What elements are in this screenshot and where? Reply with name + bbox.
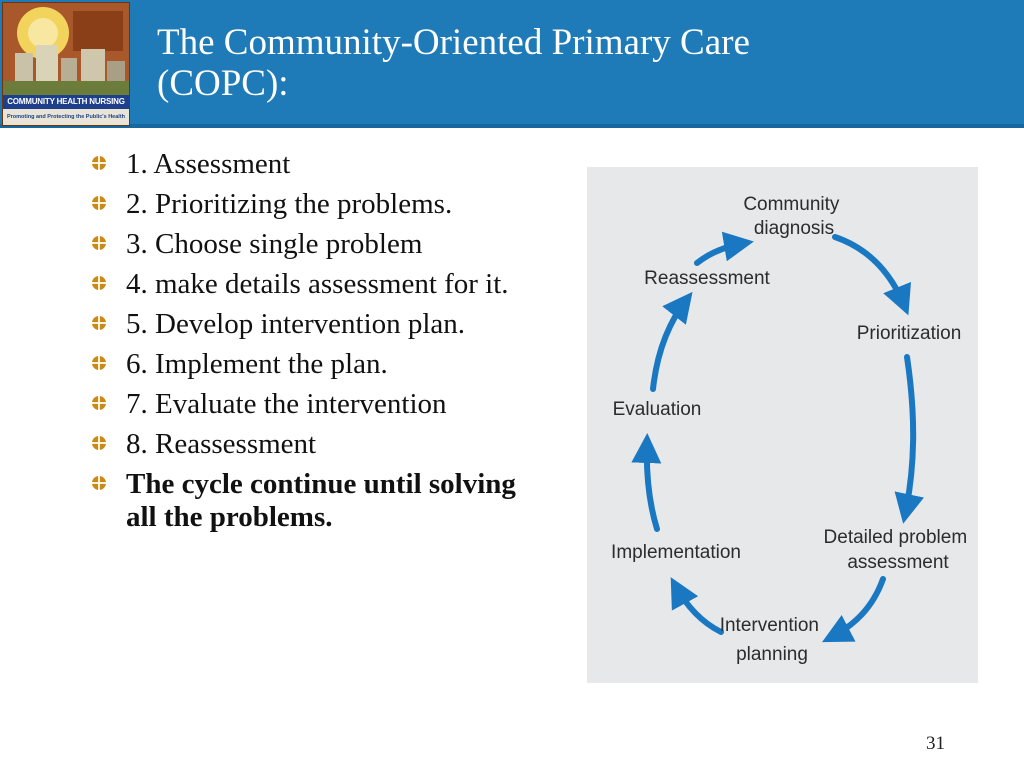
node-evaluation: Evaluation — [613, 399, 702, 420]
list-item: 5. Develop intervention plan. — [88, 308, 548, 341]
node-label-line: Intervention — [720, 615, 819, 636]
node-label-line: planning — [736, 644, 808, 665]
step-list: 1. Assessment 2. Prioritizing the proble… — [88, 148, 548, 541]
node-implementation: Implementation — [611, 542, 741, 563]
list-item-text: 5. Develop intervention plan. — [126, 308, 466, 340]
list-item: 7. Evaluate the intervention — [88, 388, 548, 421]
node-prioritization: Prioritization — [857, 323, 962, 344]
title-line-2: (COPC): — [157, 63, 289, 104]
list-item-text: 7. Evaluate the intervention — [126, 388, 447, 420]
list-item-text: 1. Assessment — [126, 148, 291, 180]
diamond-bullet-icon — [92, 196, 106, 210]
list-item: 2. Prioritizing the problems. — [88, 188, 548, 221]
diamond-bullet-icon — [92, 276, 106, 290]
diamond-bullet-icon — [92, 156, 106, 170]
list-item-text: 4. make details assessment for it. — [126, 268, 509, 300]
node-label-line: Implementation — [611, 542, 741, 563]
list-item-text: The cycle continue until solving all the… — [126, 468, 516, 533]
diamond-bullet-icon — [92, 476, 106, 490]
list-item-text: 2. Prioritizing the problems. — [126, 188, 453, 220]
diamond-bullet-icon — [92, 236, 106, 250]
community-health-nursing-logo: COMMUNITY HEALTH NURSING Promoting and P… — [2, 2, 130, 126]
logo-scene — [3, 3, 129, 95]
arrow-diagnosis-to-prioritization — [832, 234, 911, 316]
diamond-bullet-icon — [92, 396, 106, 410]
node-label-line: Evaluation — [613, 399, 702, 420]
node-label-line: diagnosis — [754, 218, 834, 239]
list-item: 8. Reassessment — [88, 428, 548, 461]
page-number: 31 — [926, 733, 945, 754]
node-community-diagnosis: Community diagnosis — [743, 194, 844, 239]
arrow-reassessment-to-diagnosis — [694, 231, 754, 266]
list-item: 6. Implement the plan. — [88, 348, 548, 381]
node-label-line: Detailed problem — [824, 527, 968, 548]
list-item-text: 8. Reassessment — [126, 428, 317, 460]
arrow-evaluation-to-reassessment — [650, 291, 693, 392]
arrow-planning-to-implementation — [670, 577, 724, 635]
node-detailed-problem-assessment: Detailed problem assessment — [824, 527, 973, 573]
node-reassessment: Reassessment — [644, 268, 770, 289]
list-item: 4. make details assessment for it. — [88, 268, 548, 301]
node-label-line: Prioritization — [857, 323, 962, 344]
node-intervention-planning: Intervention planning — [720, 615, 825, 665]
list-item: 1. Assessment — [88, 148, 548, 181]
diamond-bullet-icon — [92, 356, 106, 370]
diamond-bullet-icon — [92, 436, 106, 450]
slide-title: The Community-Oriented Primary Care (COP… — [157, 22, 997, 104]
diamond-bullet-icon — [92, 316, 106, 330]
node-label-line: Reassessment — [644, 268, 770, 289]
slide-header: COMMUNITY HEALTH NURSING Promoting and P… — [0, 0, 1024, 128]
list-item-text: 3. Choose single problem — [126, 228, 423, 260]
list-item-text: 6. Implement the plan. — [126, 348, 388, 380]
node-label-line: Community — [743, 194, 840, 215]
header-rule — [0, 124, 1024, 128]
arrow-detailed-to-planning — [822, 576, 886, 643]
logo-tagline: Promoting and Protecting the Public's He… — [3, 109, 129, 125]
node-label-line: assessment — [847, 552, 949, 573]
arrow-implementation-to-evaluation — [631, 433, 662, 532]
logo-band-text: COMMUNITY HEALTH NURSING — [3, 95, 129, 109]
list-item: 3. Choose single problem — [88, 228, 548, 261]
list-item-emphasis: The cycle continue until solving all the… — [88, 468, 548, 534]
arrow-prioritization-to-detailed — [894, 354, 924, 524]
cycle-svg: Community diagnosis Prioritization Detai… — [611, 194, 973, 665]
title-line-1: The Community-Oriented Primary Care — [157, 22, 750, 63]
copc-cycle-diagram: Community diagnosis Prioritization Detai… — [587, 167, 978, 683]
